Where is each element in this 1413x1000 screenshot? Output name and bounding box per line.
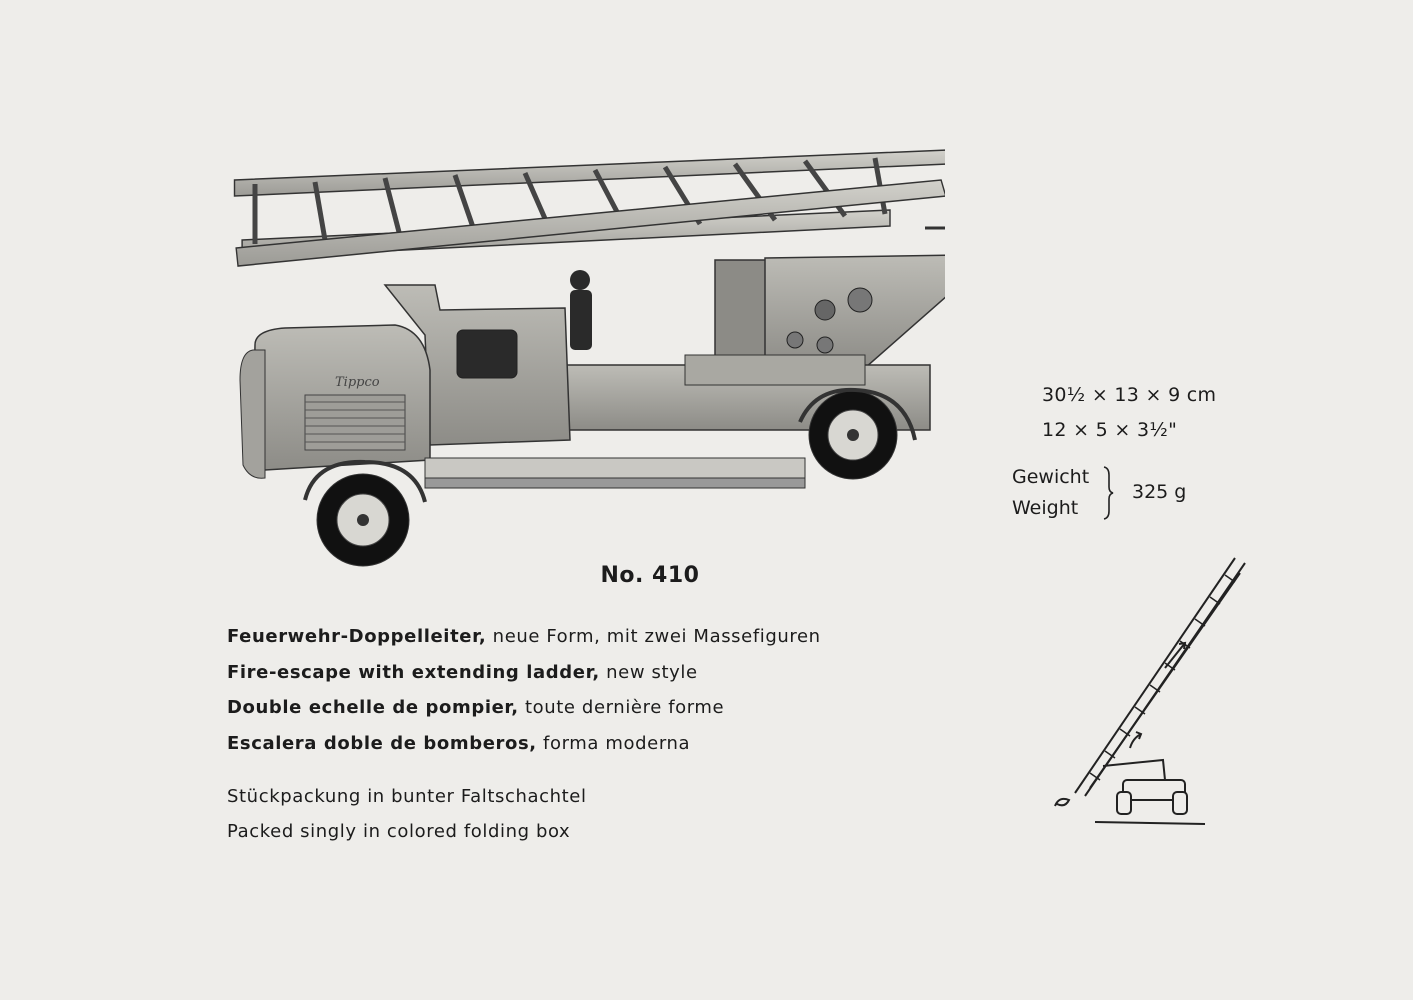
weight-label-en: Weight [1012,497,1079,519]
weight-value: 325 g [1132,481,1187,503]
brand-logo: Tippco [335,375,380,390]
dimensions-imperial: 12 × 5 × 3½" [1042,419,1178,441]
curly-brace-icon [1103,466,1114,520]
description-fr: Double echelle de pompier, toute dernièr… [227,697,725,718]
front-wheel [316,473,410,567]
packaging-en: Packed singly in colored folding box [227,821,571,842]
weight-block: Gewicht Weight 325 g [1012,462,1186,524]
fire-ladder-truck-illustration: Tippco [233,149,945,567]
description-en: Fire-escape with extending ladder, new s… [227,661,698,683]
model-number: No. 410 [600,563,700,588]
dimensions: 30½ × 13 × 9 cm 12 × 5 × 3½" [1042,378,1216,448]
descriptions: Feuerwehr-Doppelleiter, neue Form, mit z… [227,623,821,765]
packaging-de: Stückpackung in bunter Faltschachtel [227,786,587,807]
description-de: Feuerwehr-Doppelleiter, neue Form, mit z… [227,626,821,647]
weight-label-de: Gewicht [1012,466,1090,488]
dimensions-metric: 30½ × 13 × 9 cm [1042,384,1217,406]
rear-wheel [808,390,898,480]
description-es: Escalera doble de bomberos, forma modern… [227,732,691,754]
packaging: Stückpackung in bunter Faltschachtel Pac… [227,783,587,853]
ladder-extension-diagram [1054,557,1246,825]
